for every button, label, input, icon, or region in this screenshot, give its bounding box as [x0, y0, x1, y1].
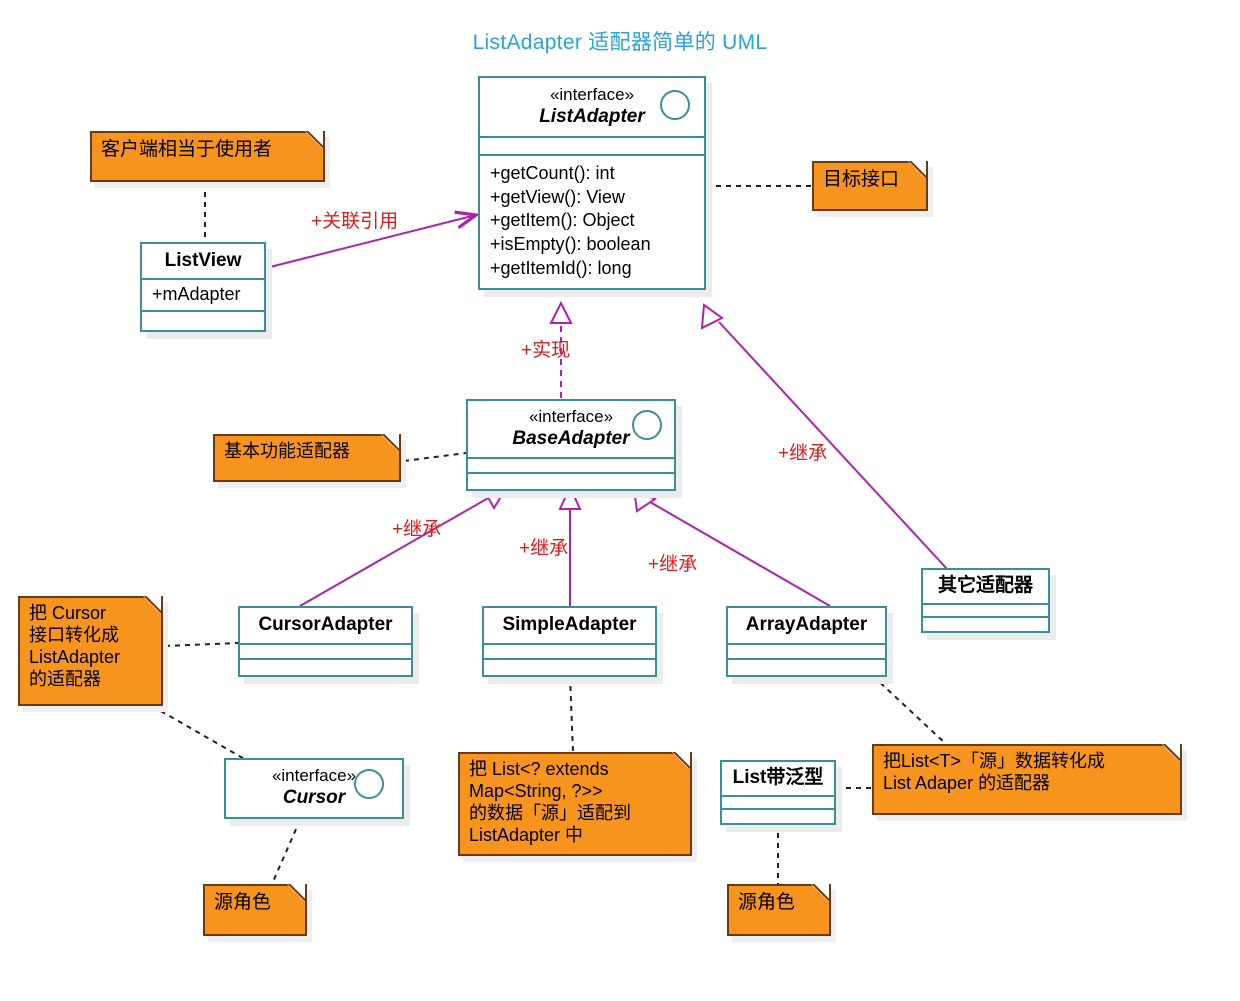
note-text: 目标接口 [823, 169, 900, 190]
interface-circle-icon [354, 769, 384, 799]
class-box-base-adapter[interactable]: «interface» BaseAdapter [466, 399, 676, 491]
attributes-compartment-base-adapter [468, 459, 674, 474]
class-header-list-generic: List带泛型 [722, 762, 834, 797]
relation-label-inherit-simple: +继承 [519, 538, 569, 559]
note-fold-edge-icon [399, 434, 401, 454]
note-fold-edge-icon [926, 161, 928, 181]
operation-item: +getView(): View [490, 186, 625, 207]
relation-label-inherit-other: +继承 [778, 443, 828, 464]
relation-label-realization: +实现 [521, 340, 571, 361]
note-source-role-right[interactable]: 源角色 [727, 884, 831, 936]
class-header-cursor: «interface» Cursor [226, 760, 402, 817]
class-name-label: SimpleAdapter [502, 614, 637, 635]
page-title: ListAdapter 适配器简单的 UML [472, 31, 768, 54]
class-header-list-view: ListView [142, 244, 264, 280]
attributes-compartment-simple-adapter [484, 645, 655, 660]
class-name-label: ArrayAdapter [745, 614, 868, 635]
operations-compartment-base-adapter [468, 474, 674, 489]
operations-compartment-list-generic [722, 810, 834, 823]
relation-label-inherit-cursor: +继承 [392, 519, 442, 540]
class-name-label: BaseAdapter [512, 428, 630, 450]
note-target-interface[interactable]: 目标接口 [812, 161, 928, 211]
operation-item: +getItemId(): long [490, 257, 632, 278]
class-name-label: CursorAdapter [258, 614, 393, 635]
note-text: 客户端相当于使用者 [101, 139, 273, 160]
attributes-compartment-list-adapter [480, 138, 704, 156]
note-source-role-left[interactable]: 源角色 [203, 884, 307, 936]
note-base-function[interactable]: 基本功能适配器 [213, 434, 401, 482]
attributes-compartment-other-adapter [923, 605, 1048, 618]
note-array-adapter[interactable]: 把List<T>「源」数据转化成 List Adaper 的适配器 [872, 744, 1182, 815]
note-fold-edge-icon [690, 752, 692, 772]
relation-label-association: +关联引用 [311, 211, 399, 232]
interface-circle-icon [632, 410, 662, 440]
operation-item: +getItem(): Object [490, 210, 635, 231]
attribute-item: +mAdapter [152, 283, 241, 304]
operations-compartment-array-adapter [728, 660, 885, 675]
note-fold-edge-icon [323, 131, 325, 151]
note-text: 把 Cursor 接口转化成 ListAdapter 的适配器 [29, 603, 121, 689]
stereotype-label: «interface» [549, 85, 635, 104]
note-fold-edge-icon [1180, 744, 1182, 764]
note-cursor-adapter[interactable]: 把 Cursor 接口转化成 ListAdapter 的适配器 [18, 596, 163, 706]
class-box-list-view[interactable]: ListView +mAdapter [140, 242, 266, 333]
note-fold-edge-icon [305, 884, 307, 904]
note-fold-edge-icon [829, 884, 831, 904]
note-client[interactable]: 客户端相当于使用者 [90, 131, 325, 182]
class-header-simple-adapter: SimpleAdapter [484, 608, 655, 645]
class-header-cursor-adapter: CursorAdapter [240, 608, 411, 645]
note-simple-adapter[interactable]: 把 List<? extends Map<String, ?>> 的数据「源」适… [458, 752, 692, 856]
note-text: 把List<T>「源」数据转化成 List Adaper 的适配器 [883, 751, 1106, 793]
class-box-array-adapter[interactable]: ArrayAdapter [726, 606, 887, 677]
class-box-list-generic[interactable]: List带泛型 [720, 760, 836, 825]
stereotype-label: «interface» [528, 407, 614, 426]
relation-label-inherit-array: +继承 [648, 554, 698, 575]
attributes-compartment-cursor-adapter [240, 645, 411, 660]
class-header-base-adapter: «interface» BaseAdapter [468, 401, 674, 459]
operations-compartment-other-adapter [923, 618, 1048, 631]
class-name-label: List带泛型 [732, 767, 824, 788]
attributes-compartment-list-view: +mAdapter [142, 280, 264, 313]
class-box-cursor-adapter[interactable]: CursorAdapter [238, 606, 413, 677]
class-box-cursor[interactable]: «interface» Cursor [224, 758, 404, 819]
class-box-other-adapter[interactable]: 其它适配器 [921, 568, 1050, 633]
operation-item: +isEmpty(): boolean [490, 234, 651, 255]
class-header-array-adapter: ArrayAdapter [728, 608, 885, 645]
class-box-simple-adapter[interactable]: SimpleAdapter [482, 606, 657, 677]
operation-item: +getCount(): int [490, 162, 615, 183]
operations-compartment-cursor-adapter [240, 660, 411, 675]
class-name-label: ListView [164, 250, 242, 271]
note-fold-edge-icon [161, 596, 163, 616]
attributes-compartment-list-generic [722, 797, 834, 810]
class-name-label: ListAdapter [539, 106, 645, 128]
class-box-list-adapter[interactable]: «interface» ListAdapter +getCount(): int… [478, 76, 706, 290]
class-header-list-adapter: «interface» ListAdapter [480, 78, 704, 138]
note-text: 源角色 [738, 892, 796, 913]
note-text: 把 List<? extends Map<String, ?>> 的数据「源」适… [469, 759, 631, 845]
operations-compartment-list-adapter: +getCount(): int +getView(): View +getIt… [480, 156, 704, 288]
class-name-label: Cursor [282, 787, 346, 809]
note-text: 源角色 [214, 892, 272, 913]
attributes-compartment-array-adapter [728, 645, 885, 660]
note-text: 基本功能适配器 [224, 441, 350, 461]
class-header-other-adapter: 其它适配器 [923, 570, 1048, 605]
interface-circle-icon [660, 90, 690, 120]
operations-compartment-simple-adapter [484, 660, 655, 675]
stereotype-label: «interface» [271, 766, 357, 785]
class-name-label: 其它适配器 [937, 575, 1033, 596]
operations-compartment-list-view [142, 312, 264, 330]
